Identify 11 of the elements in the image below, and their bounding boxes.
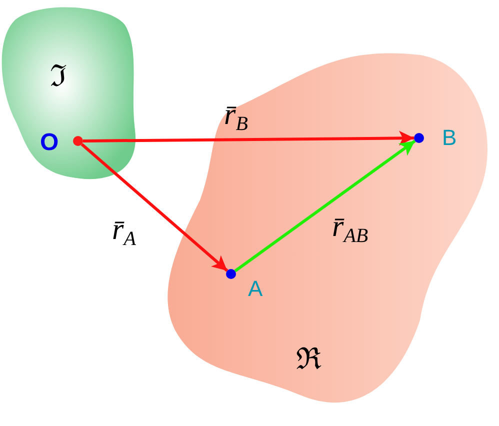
point-label: B bbox=[442, 127, 457, 149]
vector-arrow bbox=[80, 143, 228, 272]
point-label: O bbox=[40, 131, 59, 155]
frame-symbol: ℑ bbox=[50, 62, 67, 92]
point-label: A bbox=[248, 278, 263, 300]
vector-label: r̄$_{AB}$ bbox=[332, 212, 368, 246]
vector-arrow bbox=[234, 140, 416, 272]
vector-label: r̄$_{B}$ bbox=[224, 100, 248, 134]
frame-symbol: ℜ bbox=[296, 345, 321, 375]
vector-arrow bbox=[82, 130, 414, 146]
vector-label: r̄$_{A}$ bbox=[112, 215, 136, 249]
